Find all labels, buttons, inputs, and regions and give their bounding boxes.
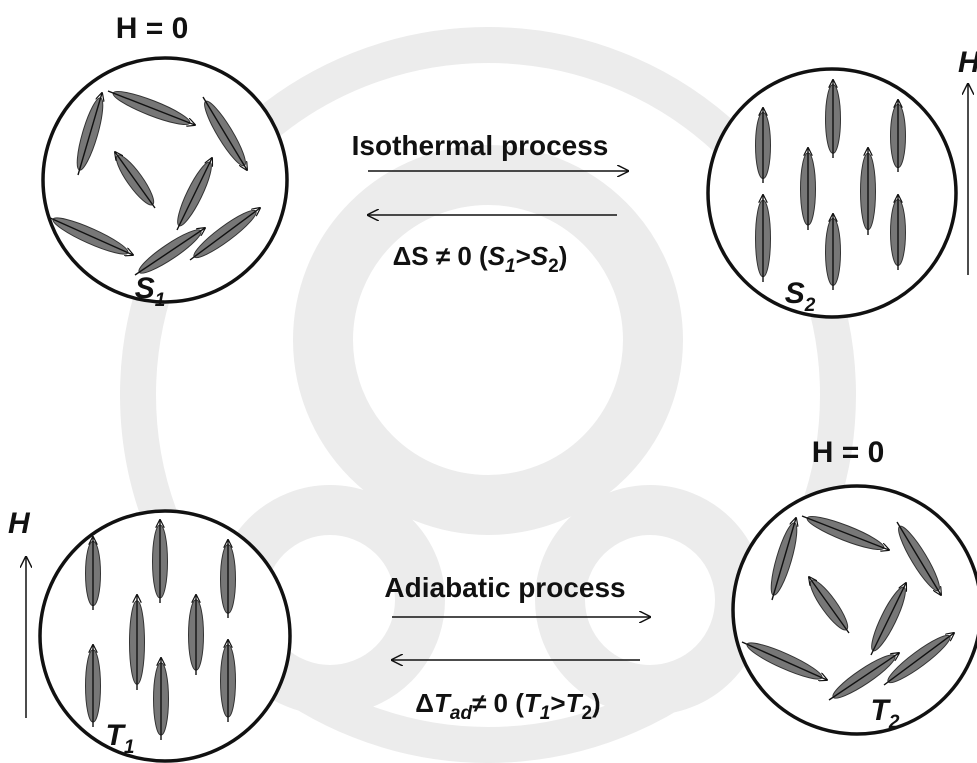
top-right-domain: S2 bbox=[708, 69, 956, 317]
isothermal-process-label: Isothermal process bbox=[352, 130, 609, 161]
top-left-field-label: H = 0 bbox=[116, 12, 189, 45]
domain-circle bbox=[733, 486, 977, 734]
top-left-domain: S1 bbox=[43, 58, 287, 311]
bottom-right-field-label: H = 0 bbox=[812, 436, 885, 469]
bottom-left-field-label: H bbox=[8, 507, 31, 540]
bottom-left-domain: T1 bbox=[40, 511, 290, 761]
top-right-field-label: H bbox=[958, 46, 977, 79]
adiabatic-process-label: Adiabatic process bbox=[384, 572, 625, 603]
domain-circle bbox=[43, 58, 287, 302]
bottom-right-domain: T2 bbox=[733, 486, 977, 734]
entropy-relation: ΔS ≠ 0 (S1>S2) bbox=[393, 241, 568, 277]
